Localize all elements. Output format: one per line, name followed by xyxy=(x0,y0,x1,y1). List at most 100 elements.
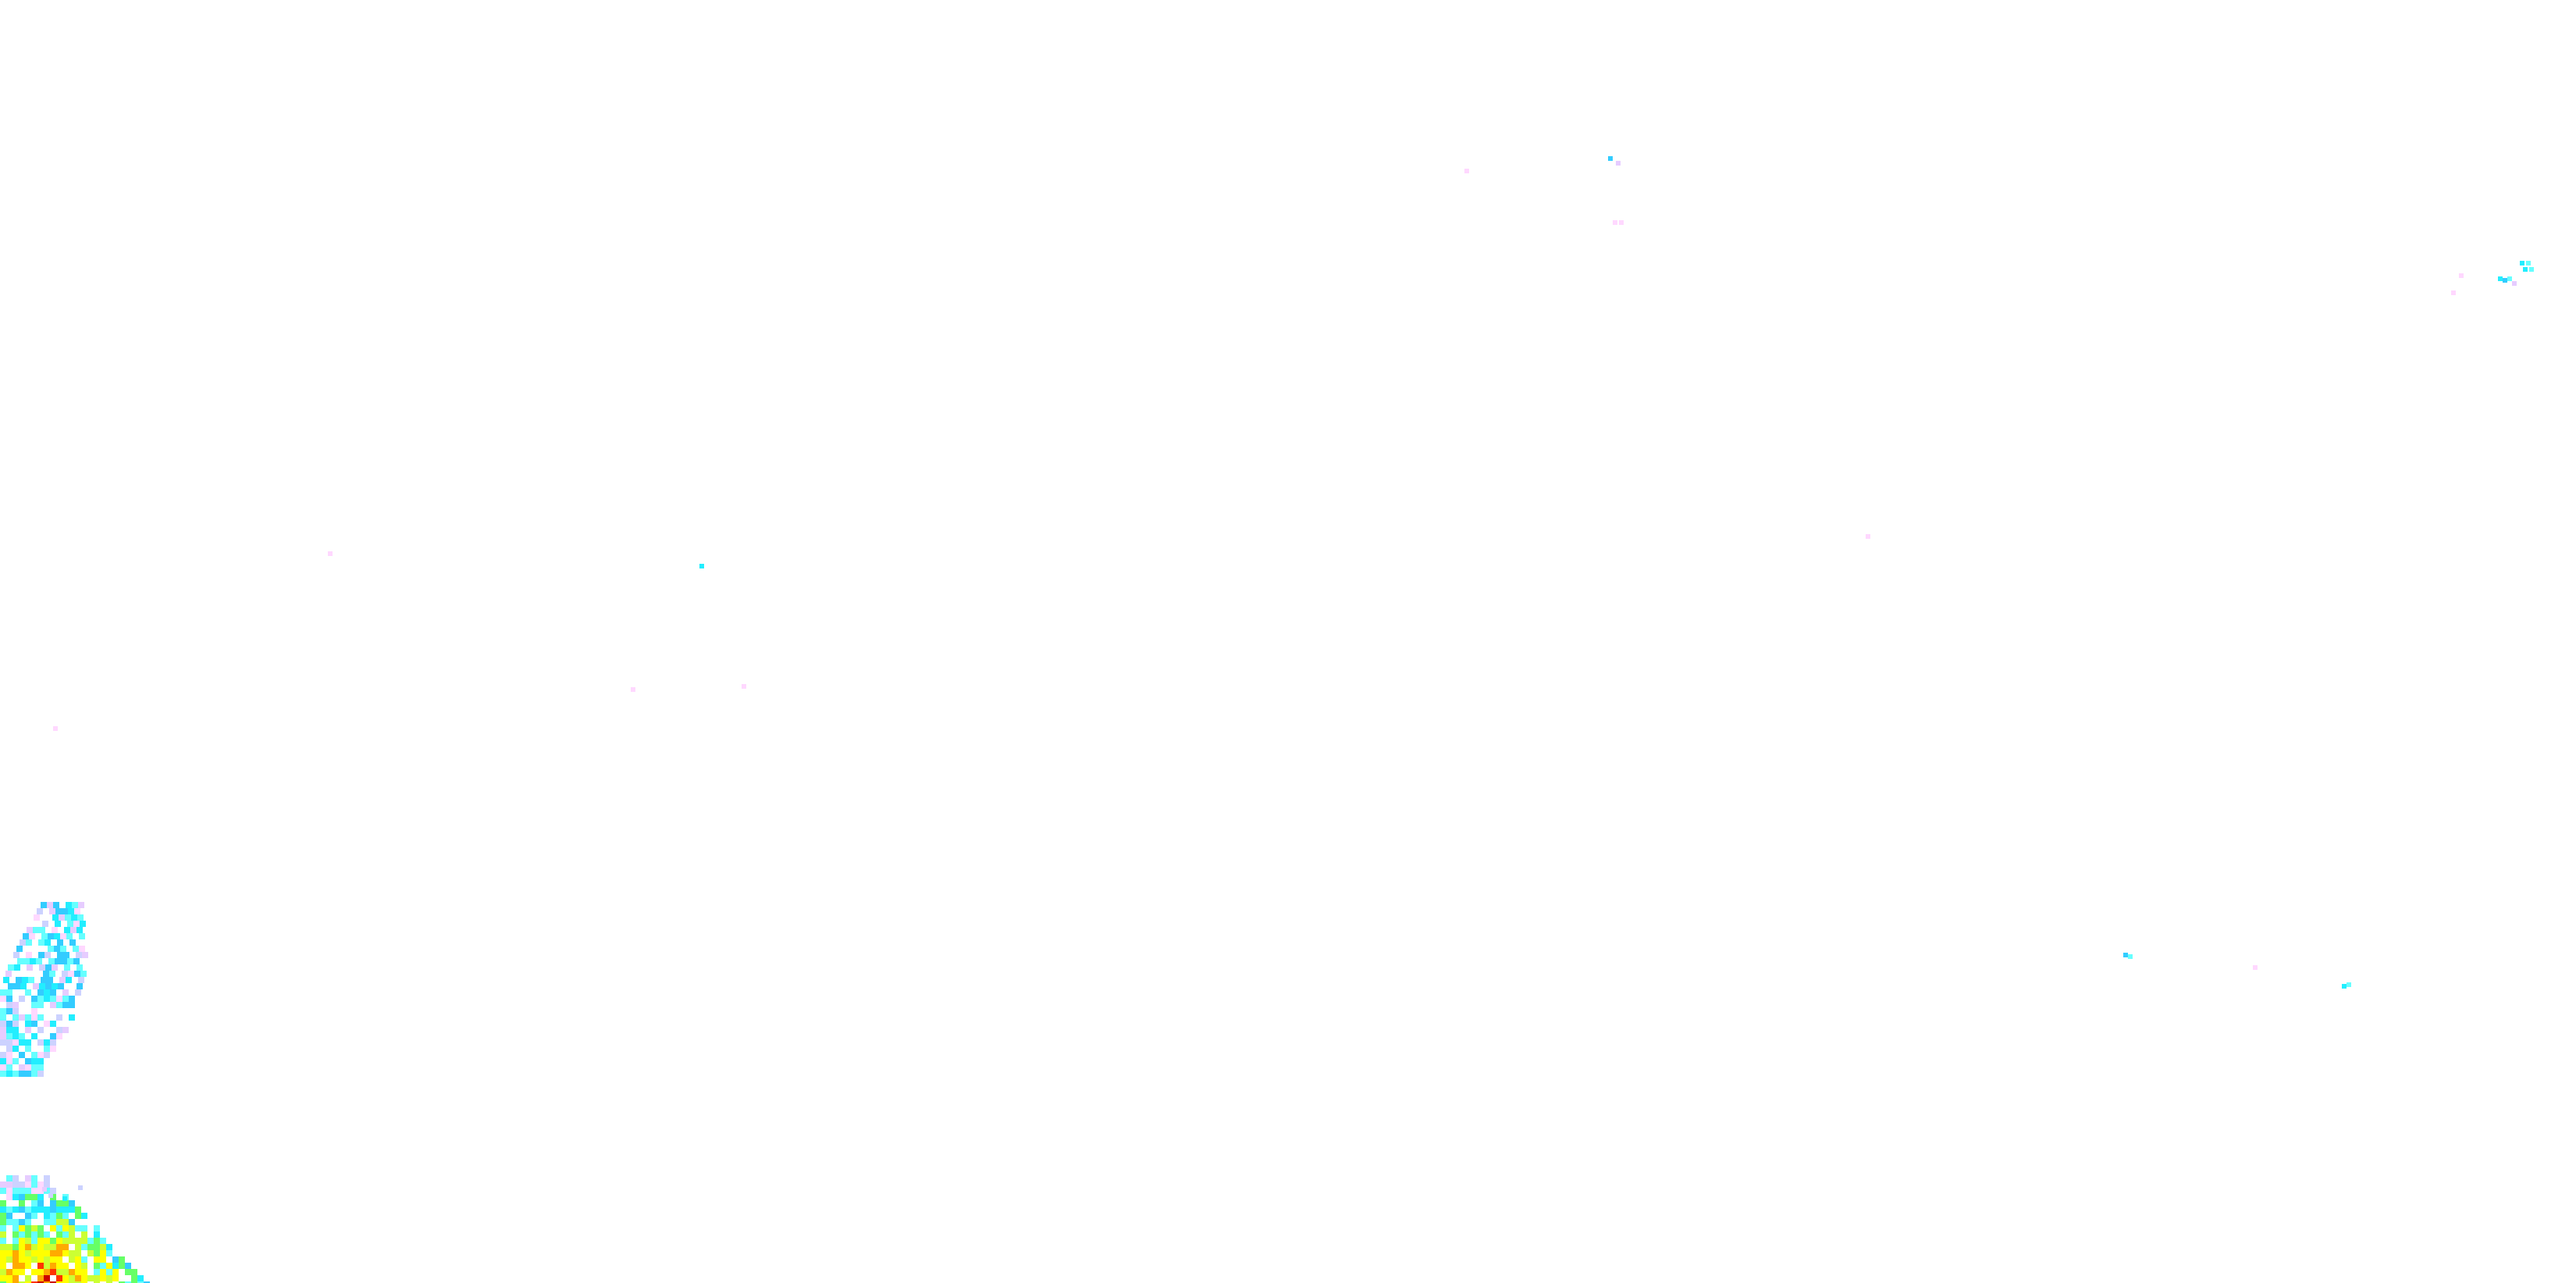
echo-scattered-returns xyxy=(42,156,2351,1201)
radar-echo-pixel xyxy=(6,1206,12,1213)
radar-echo-pixel xyxy=(76,927,83,933)
radar-echo-pixel xyxy=(56,1225,62,1231)
radar-echo-pixel xyxy=(0,1219,6,1225)
radar-echo-pixel xyxy=(6,1244,12,1250)
radar-echo-pixel xyxy=(100,1269,106,1275)
radar-echo-pixel xyxy=(16,946,23,952)
radar-echo-pixel xyxy=(12,1219,19,1225)
radar-echo-pixel xyxy=(12,1071,19,1077)
radar-echo-pixel xyxy=(75,1275,81,1281)
radar-echo-pixel xyxy=(106,1250,112,1256)
radar-echo-pixel xyxy=(37,1181,44,1188)
radar-echo-pixel xyxy=(48,1193,53,1198)
radar-echo-pixel xyxy=(44,1219,50,1225)
radar-echo-pixel xyxy=(19,1064,25,1071)
radar-echo-pixel xyxy=(81,1238,87,1244)
radar-echo-pixel xyxy=(25,1014,31,1021)
radar-echo-pixel xyxy=(56,1219,62,1225)
radar-echo-pixel xyxy=(12,1021,19,1027)
radar-echo-pixel xyxy=(6,1058,12,1064)
radar-echo-pixel xyxy=(1608,156,1613,161)
radar-echo-pixel xyxy=(44,1250,50,1256)
radar-echo-pixel xyxy=(31,1175,37,1181)
radar-echo-pixel xyxy=(73,958,80,964)
radar-echo-pixel xyxy=(87,1275,94,1281)
radar-echo-pixel xyxy=(25,1058,31,1064)
radar-echo-pixel xyxy=(50,1244,56,1250)
radar-echo-pixel xyxy=(56,1231,62,1238)
radar-echo-pixel xyxy=(23,933,29,939)
radar-echo-pixel xyxy=(14,964,20,971)
radar-echo-pixel xyxy=(37,1071,44,1077)
radar-echo-pixel xyxy=(94,1256,100,1263)
radar-echo-pixel xyxy=(0,996,6,1002)
radar-echo-pixel xyxy=(44,1052,50,1058)
radar-echo-pixel xyxy=(6,1256,12,1263)
radar-echo-pixel xyxy=(44,1275,50,1281)
radar-echo-pixel xyxy=(2253,965,2258,970)
radar-echo-pixel xyxy=(67,958,73,964)
radar-echo-pixel xyxy=(12,1256,19,1263)
radar-echo-pixel xyxy=(19,1238,25,1244)
radar-echo-pixel xyxy=(119,1256,125,1263)
radar-echo-pixel xyxy=(19,1014,25,1021)
radar-echo-pixel xyxy=(61,958,67,964)
radar-echo-pixel xyxy=(57,952,63,958)
radar-echo-pixel xyxy=(13,952,20,958)
radar-echo-pixel xyxy=(64,964,70,971)
radar-echo-pixel xyxy=(2526,261,2531,266)
radar-echo-pixel xyxy=(75,1250,81,1256)
radar-echo-pixel xyxy=(19,1052,25,1058)
radar-echo-pixel xyxy=(19,1281,25,1283)
radar-echo-pixel xyxy=(76,952,82,958)
radar-echo-pixel xyxy=(62,1275,69,1281)
radar-echo-pixel xyxy=(125,1269,131,1275)
radar-echo-pixel xyxy=(37,1200,44,1206)
radar-echo-pixel xyxy=(36,958,42,964)
radar-echo-pixel xyxy=(31,1058,37,1064)
radar-echo-pixel xyxy=(100,1275,106,1281)
radar-echo-pixel xyxy=(25,1213,31,1219)
radar-echo-pixel xyxy=(25,1064,31,1071)
radar-echo-pixel xyxy=(12,1014,19,1021)
radar-echo-pixel xyxy=(25,1175,31,1181)
radar-echo-pixel xyxy=(6,1250,12,1256)
radar-echo-pixel xyxy=(106,1275,112,1281)
radar-echo-pixel xyxy=(2498,276,2503,281)
radar-echo-pixel xyxy=(69,1002,75,1008)
radar-echo-pixel xyxy=(31,1250,37,1256)
radar-echo-pixel xyxy=(75,1269,81,1275)
radar-echo-pixel xyxy=(49,971,55,977)
radar-echo-pixel xyxy=(50,1021,56,1027)
radar-echo-pixel xyxy=(106,1263,112,1269)
echo-west-edge-band xyxy=(0,902,88,1077)
radar-echo-pixel xyxy=(37,1263,44,1269)
radar-echo-pixel xyxy=(62,971,68,977)
radar-echo-pixel xyxy=(2347,982,2351,987)
radar-echo-pixel xyxy=(6,1275,12,1281)
radar-echo-pixel xyxy=(62,1238,69,1244)
radar-echo-pixel xyxy=(42,921,48,927)
radar-echo-pixel xyxy=(137,1275,144,1281)
radar-echo-pixel xyxy=(68,908,74,914)
radar-echo-pixel xyxy=(62,1231,69,1238)
radar-echo-pixel xyxy=(0,1027,6,1033)
radar-echo-pixel xyxy=(22,977,28,983)
radar-echo-pixel xyxy=(69,1219,75,1225)
radar-echo-pixel xyxy=(19,1231,25,1238)
radar-echo-pixel xyxy=(0,1238,6,1244)
radar-echo-pixel xyxy=(69,1200,75,1206)
radar-echo-pixel xyxy=(39,964,45,971)
radar-echo-pixel xyxy=(50,1269,56,1275)
radar-echo-pixel xyxy=(12,1238,19,1244)
radar-echo-pixel xyxy=(12,1269,19,1275)
radar-echo-pixel xyxy=(44,1269,50,1275)
radar-echo-pixel xyxy=(87,1244,94,1250)
radar-echo-pixel xyxy=(52,964,58,971)
radar-echo-pixel xyxy=(80,971,87,977)
radar-echo-pixel xyxy=(31,1238,37,1244)
radar-echo-pixel xyxy=(81,1263,87,1269)
radar-echo-pixel xyxy=(44,996,50,1002)
radar-echo-pixel xyxy=(6,1269,12,1275)
radar-echo-pixel xyxy=(78,977,84,983)
